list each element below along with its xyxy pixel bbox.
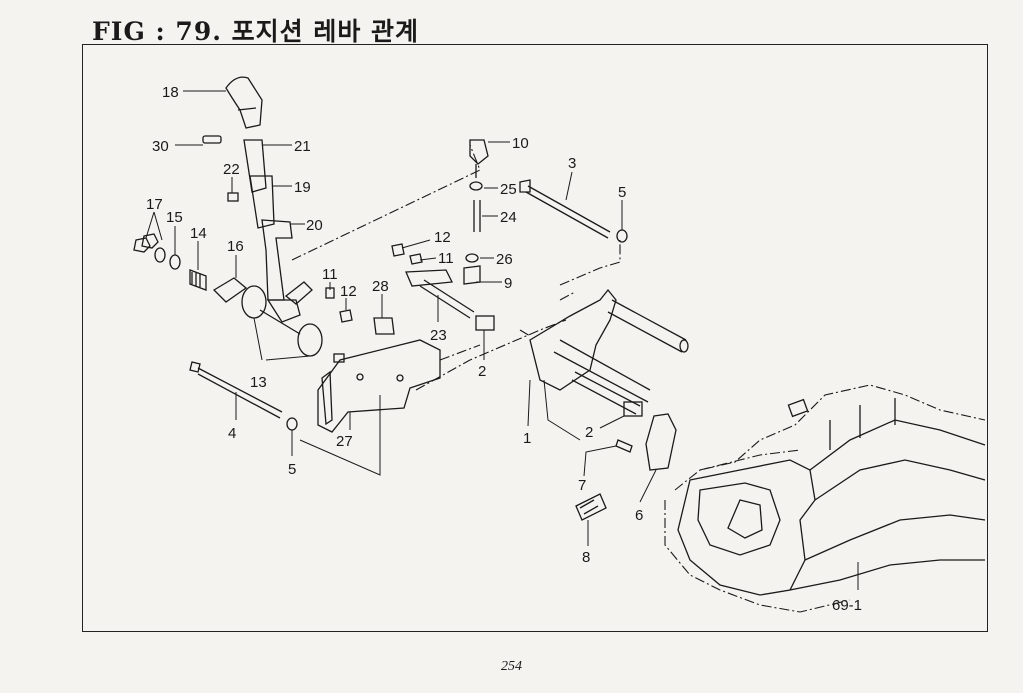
callout-17: 17 <box>146 196 163 213</box>
callout-9: 9 <box>504 275 512 292</box>
callout-5-right: 5 <box>618 184 626 201</box>
callout-69-1: 69-1 <box>832 597 862 614</box>
callout-25: 25 <box>500 181 517 198</box>
callout-19: 19 <box>294 179 311 196</box>
callout-30: 30 <box>152 138 169 155</box>
callout-27: 27 <box>336 433 353 450</box>
lever-bracket <box>317 317 441 433</box>
callout-16: 16 <box>227 238 244 255</box>
callout-15: 15 <box>166 209 183 226</box>
callout-7: 7 <box>578 477 586 494</box>
callout-8: 8 <box>582 549 590 566</box>
callout-22: 22 <box>223 161 240 178</box>
callout-10: 10 <box>512 135 529 152</box>
callout-11-left: 11 <box>322 266 338 283</box>
callout-3: 3 <box>568 155 576 172</box>
callout-2-upper: 2 <box>478 363 486 380</box>
callout-24: 24 <box>500 209 517 226</box>
callout-28: 28 <box>372 278 389 295</box>
transmission-housing <box>664 384 986 613</box>
selector-assembly <box>529 288 689 521</box>
shift-lever-assembly <box>202 76 313 323</box>
callout-6: 6 <box>635 507 643 524</box>
assembly-phantom-lines <box>291 144 621 391</box>
long-bolt-4 <box>189 361 298 431</box>
callout-18: 18 <box>162 84 179 101</box>
callout-12-right: 12 <box>434 229 451 246</box>
callout-26: 26 <box>496 251 513 268</box>
diagram-frame <box>82 44 988 632</box>
callout-23: 23 <box>430 327 447 344</box>
callout-12-left: 12 <box>340 283 357 300</box>
callout-14: 14 <box>190 225 207 242</box>
long-bolt-3 <box>519 179 628 243</box>
linkage-rods <box>391 139 495 331</box>
callout-2-lower: 2 <box>585 424 593 441</box>
callout-4: 4 <box>228 425 236 442</box>
page-number: 254 <box>501 659 522 674</box>
leader-lines <box>145 90 859 590</box>
callout-5-left: 5 <box>288 461 296 478</box>
callout-13: 13 <box>250 374 267 391</box>
callout-20: 20 <box>306 217 323 234</box>
callout-21: 21 <box>294 138 311 155</box>
callout-1: 1 <box>523 430 531 447</box>
figure-title: FIG : 79. 포지션 레바 관계 <box>92 17 420 46</box>
callout-11-right: 11 <box>438 250 454 267</box>
callout-labels: 18 30 21 22 19 17 20 15 14 16 11 12 28 1… <box>146 84 862 614</box>
